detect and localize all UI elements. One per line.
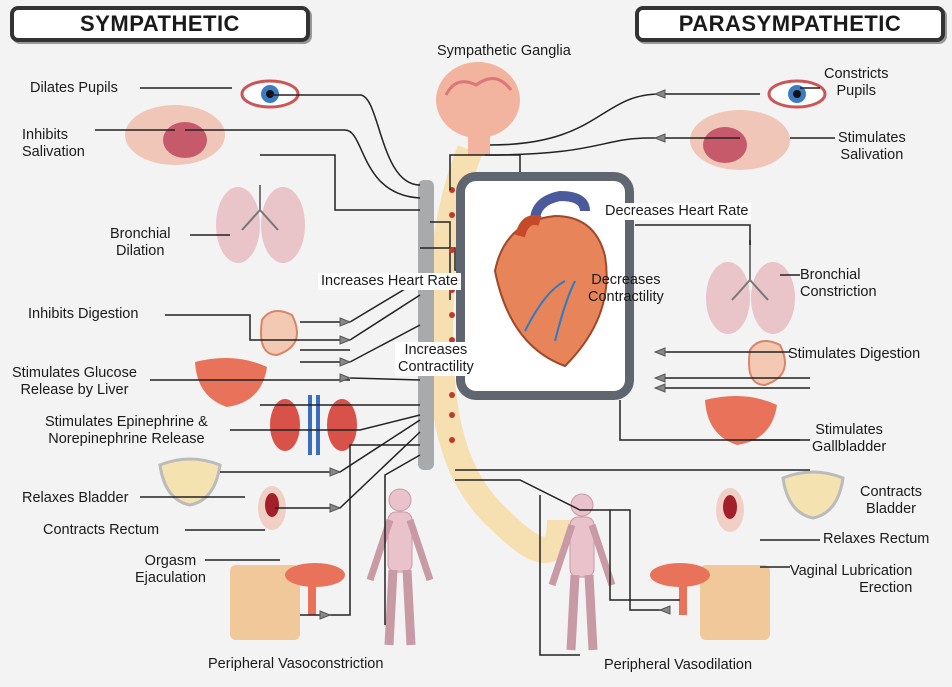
label-relaxes-rectum: Relaxes Rectum [823, 531, 930, 547]
label-inhibits-digestion: Inhibits Digestion [28, 306, 139, 322]
label-line: Constricts [824, 66, 889, 82]
label-line: Vaginal Lubrication [790, 563, 913, 579]
human-body-left [366, 488, 434, 646]
label-line: Release by Liver [20, 382, 129, 398]
label-increases-heart-rate: Increases Heart Rate [318, 273, 462, 290]
label-line: Dilation [116, 243, 165, 259]
label-decreases-heart-rate: Decreases Heart Rate [602, 203, 752, 220]
salivary-glands-left [125, 105, 225, 165]
label-line: Inhibits [22, 127, 68, 143]
human-body-right [548, 493, 616, 651]
reproductive-organs-left [230, 563, 345, 640]
eye-icon-right [767, 79, 827, 109]
parasympathetic-header: PARASYMPATHETIC [635, 6, 945, 42]
arrowheads-parasympathetic [653, 89, 671, 615]
label-line: Contracts [860, 484, 923, 500]
bladder-left [158, 457, 222, 507]
stomach-left [260, 310, 298, 357]
sympathetic-header: SYMPATHETIC [10, 6, 310, 42]
salivary-glands-right [690, 110, 790, 170]
label-dilates-pupils: Dilates Pupils [30, 80, 118, 96]
label-line: Orgasm [144, 553, 197, 569]
bladder-right [781, 470, 845, 520]
label-line: Contractility [398, 359, 474, 375]
label-line: Increases [404, 342, 468, 358]
lungs-left [216, 185, 305, 263]
liver-right [705, 396, 777, 445]
label-stimulates-epinephrine: Stimulates Epinephrine &Norepinephrine R… [45, 414, 208, 448]
label-line: Stimulates Glucose [12, 365, 137, 381]
label-line: Stimulates Epinephrine & [45, 414, 208, 430]
label-line: Erection [859, 580, 913, 596]
label-sympathetic-ganglia: Sympathetic Ganglia [437, 43, 571, 59]
brain-icon [436, 62, 520, 155]
label-line: Decreases [591, 272, 661, 288]
arrowheads-sympathetic [319, 317, 352, 620]
label-line: Stimulates [815, 422, 883, 438]
label-relaxes-bladder: Relaxes Bladder [22, 490, 129, 506]
label-line: Contractility [588, 289, 664, 305]
reproductive-organs-right [650, 563, 770, 640]
label-line: Bronchial [800, 267, 861, 283]
label-line: Constriction [800, 284, 877, 300]
label-line: Stimulates [838, 130, 906, 146]
spinal-cord [418, 145, 573, 563]
label-line: Norepinephrine Release [48, 431, 205, 447]
rectum-left [258, 486, 286, 530]
label-contracts-rectum: Contracts Rectum [43, 522, 160, 538]
label-line: Bladder [866, 501, 917, 517]
label-line: Pupils [836, 83, 876, 99]
liver-left [195, 358, 267, 407]
eye-icon-left [240, 79, 300, 109]
label-peripheral-vasoconstriction: Peripheral Vasoconstriction [208, 656, 384, 672]
label-line: Bronchial [110, 226, 171, 242]
label-peripheral-vasodilation: Peripheral Vasodilation [604, 657, 753, 673]
label-line: Ejaculation [135, 570, 206, 586]
rectum-right [716, 488, 744, 532]
label-line: Salivation [22, 144, 85, 160]
label-line: Salivation [840, 147, 904, 163]
heart-icon [493, 190, 608, 368]
parasympathetic-nerves [449, 87, 835, 656]
lungs-right [706, 240, 795, 334]
label-line: Gallbladder [812, 439, 887, 455]
kidneys-icon [270, 395, 357, 455]
label-stimulates-digestion: Stimulates Digestion [788, 346, 921, 362]
